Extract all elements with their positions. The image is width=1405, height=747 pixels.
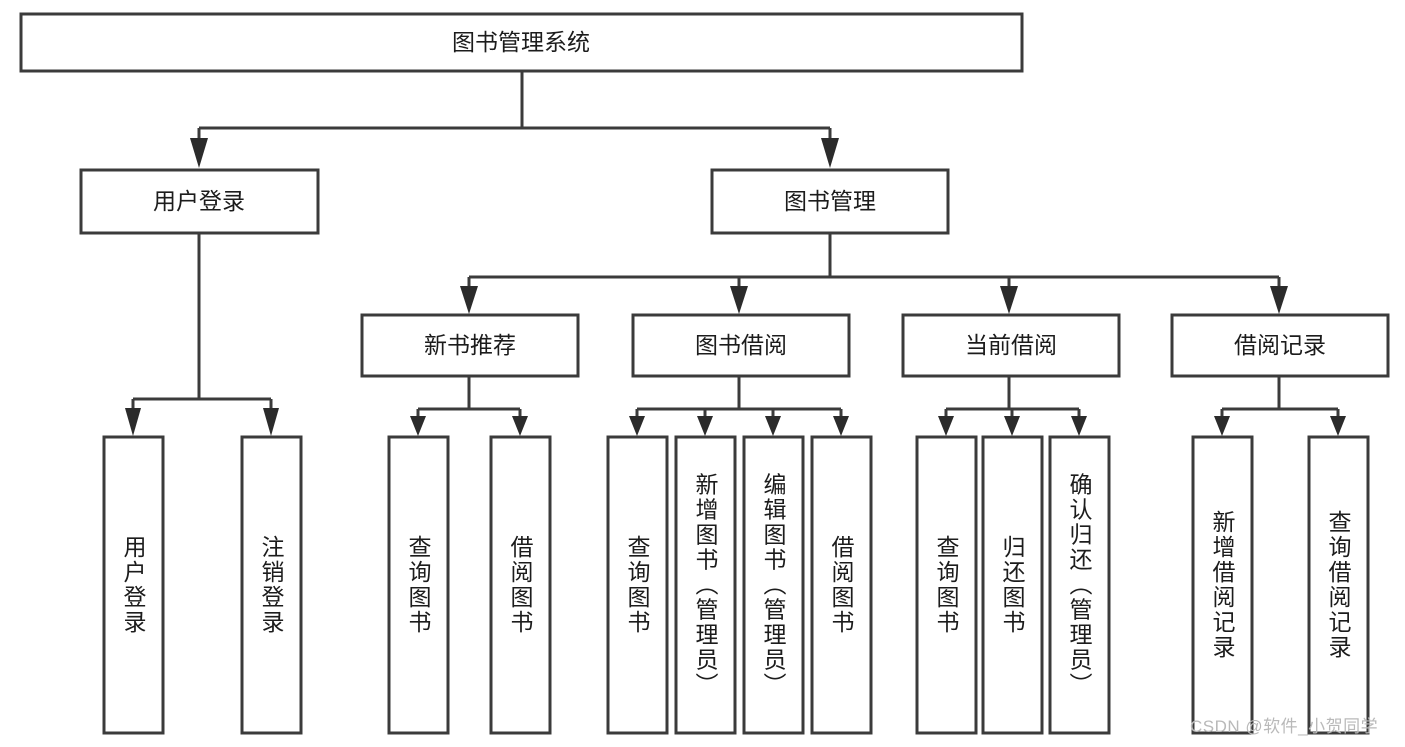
arrow-head-current-borrow [1000, 286, 1018, 314]
leaf-user-login-box[interactable] [102, 435, 165, 735]
arrow-head-bb-query [629, 416, 645, 436]
node-book-manage-box[interactable] [710, 168, 950, 235]
leaf-bb-borrow-book-label: 借阅图书 [828, 535, 855, 635]
leaf-nb-borrow-book-box[interactable] [489, 435, 552, 735]
node-current-borrow-label: 当前借阅 [965, 332, 1057, 358]
leaf-br-add-record-box[interactable] [1191, 435, 1254, 735]
leaf-nb-borrow-book[interactable]: 借阅图书 [489, 435, 552, 735]
connector-group-borrow-record-leaves [1214, 376, 1346, 436]
leaf-bb-add-book-box[interactable] [674, 435, 737, 735]
leaf-bb-edit-book[interactable]: 编辑图书（管理员） [742, 435, 805, 735]
leaf-cb-return-book[interactable]: 归还图书 [981, 435, 1044, 735]
node-borrow-record-label: 借阅记录 [1234, 332, 1326, 358]
leaf-br-add-record[interactable]: 新增借阅记录 [1191, 435, 1254, 735]
node-new-book-recommend-box[interactable] [360, 313, 580, 378]
leaf-logout[interactable]: 注销登录 [240, 435, 303, 735]
connector-group-new-book-leaves [410, 376, 528, 436]
connector-group-book-manage-to-level3 [460, 233, 1288, 314]
leaf-bb-add-book-label: 新增图书（管理员） [692, 473, 719, 698]
leaf-bb-edit-book-label: 编辑图书（管理员） [760, 473, 787, 698]
arrow-head-cb-return [1004, 416, 1020, 436]
node-root[interactable]: 图书管理系统 [19, 12, 1024, 73]
leaf-user-login-label: 用户登录 [120, 535, 147, 635]
leaf-bb-add-book[interactable]: 新增图书（管理员） [674, 435, 737, 735]
arrow-head-cb-query [938, 416, 954, 436]
leaf-br-query-record-label: 查询借阅记录 [1325, 510, 1352, 660]
node-user-login-box[interactable] [79, 168, 320, 235]
arrow-head-borrow-record [1270, 286, 1288, 314]
arrow-head-bb-borrow [833, 416, 849, 436]
node-book-manage-label: 图书管理 [784, 188, 876, 214]
arrow-head-nb-borrow [512, 416, 528, 436]
arrow-head-book-borrow [730, 286, 748, 314]
csdn-watermark: CSDN @软件_小贺同学 [1190, 717, 1379, 736]
node-current-borrow[interactable]: 当前借阅 [901, 313, 1121, 378]
arrow-head-br-add [1214, 416, 1230, 436]
node-book-borrow-box[interactable] [631, 313, 851, 378]
leaf-bb-edit-book-box[interactable] [742, 435, 805, 735]
arrow-head-leaf-user-login [125, 408, 141, 436]
leaf-cb-confirm-return[interactable]: 确认归还（管理员） [1048, 435, 1111, 735]
leaf-cb-query-book[interactable]: 查询图书 [915, 435, 978, 735]
leaf-br-query-record[interactable]: 查询借阅记录 [1307, 435, 1370, 735]
node-book-borrow-label: 图书借阅 [695, 332, 787, 358]
arrow-head-bb-add [697, 416, 713, 436]
arrow-head-nb-query [410, 416, 426, 436]
leaf-logout-label: 注销登录 [258, 535, 285, 635]
node-borrow-record[interactable]: 借阅记录 [1170, 313, 1390, 378]
arrow-head-bb-edit [765, 416, 781, 436]
arrow-head-book-manage [821, 138, 839, 168]
leaf-cb-query-book-box[interactable] [915, 435, 978, 735]
node-new-book-recommend-label: 新书推荐 [424, 332, 516, 358]
leaf-nb-query-book[interactable]: 查询图书 [387, 435, 450, 735]
leaf-cb-confirm-return-box[interactable] [1048, 435, 1111, 735]
leaf-cb-query-book-label: 查询图书 [933, 535, 960, 635]
connector-group-book-borrow-leaves [629, 376, 849, 436]
leaf-nb-query-book-box[interactable] [387, 435, 450, 735]
node-borrow-record-box[interactable] [1170, 313, 1390, 378]
leaf-cb-confirm-return-label: 确认归还（管理员） [1066, 473, 1093, 698]
connector-group-current-borrow-leaves [938, 376, 1087, 436]
leaf-cb-return-book-label: 归还图书 [999, 535, 1026, 635]
node-current-borrow-box[interactable] [901, 313, 1121, 378]
node-user-login[interactable]: 用户登录 [79, 168, 320, 235]
node-book-borrow[interactable]: 图书借阅 [631, 313, 851, 378]
leaf-bb-query-book[interactable]: 查询图书 [606, 435, 669, 735]
node-root-box[interactable] [19, 12, 1024, 73]
leaf-nb-borrow-book-label: 借阅图书 [507, 535, 534, 635]
leaf-cb-return-book-box[interactable] [981, 435, 1044, 735]
connector-group-root-to-level2 [190, 71, 839, 168]
arrow-head-br-query [1330, 416, 1346, 436]
leaf-bb-query-book-label: 查询图书 [624, 535, 651, 635]
arrow-head-leaf-logout [263, 408, 279, 436]
leaf-bb-query-book-box[interactable] [606, 435, 669, 735]
leaf-logout-box[interactable] [240, 435, 303, 735]
leaf-user-login[interactable]: 用户登录 [102, 435, 165, 735]
arrow-head-new-book [460, 286, 478, 314]
arrow-head-cb-confirm [1071, 416, 1087, 436]
node-book-manage[interactable]: 图书管理 [710, 168, 950, 235]
leaf-br-add-record-label: 新增借阅记录 [1209, 510, 1236, 660]
node-user-login-label: 用户登录 [153, 188, 245, 214]
arrow-head-user-login [190, 138, 208, 168]
node-new-book-recommend[interactable]: 新书推荐 [360, 313, 580, 378]
leaf-bb-borrow-book[interactable]: 借阅图书 [810, 435, 873, 735]
connector-group-user-login-leaves [125, 233, 279, 436]
leaf-nb-query-book-label: 查询图书 [405, 535, 432, 635]
node-root-label: 图书管理系统 [452, 29, 590, 55]
leaf-bb-borrow-book-box[interactable] [810, 435, 873, 735]
leaf-br-query-record-box[interactable] [1307, 435, 1370, 735]
